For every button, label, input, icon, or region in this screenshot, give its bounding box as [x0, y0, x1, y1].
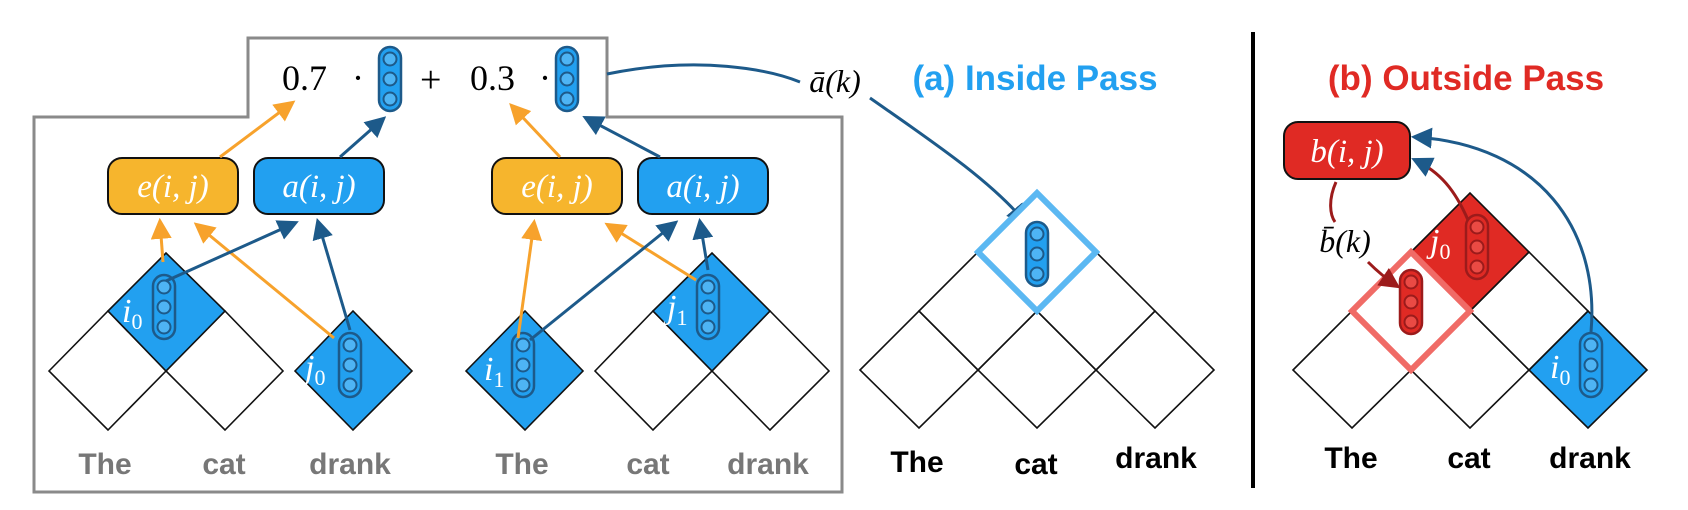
tree1-word-cat: cat [202, 448, 245, 481]
tree2-arrow-j1-to-a [692, 217, 714, 271]
formula-vector-2 [554, 45, 580, 113]
weighted-sum-formula: 0.7 · + 0.3 · [282, 45, 580, 113]
tree-2: i1 j1 e(i, j) a(i, j) The cat drank [464, 102, 831, 481]
tree1-arrow-i0-to-a [165, 220, 299, 283]
tree1-a-box [253, 157, 385, 215]
inside-word-the: The [890, 446, 943, 479]
tree1-word-drank: drank [309, 448, 391, 481]
inside-pass-title: (a) Inside Pass [912, 59, 1157, 98]
formula-weight-1: 0.7 [282, 58, 327, 98]
edge-label-a-bar: ā(k) [809, 63, 861, 99]
tree1-arrow-j0-to-a [312, 217, 352, 331]
arrow-to-inside-top-cell [606, 63, 1025, 222]
tree1-e-label: e(i, j) [137, 169, 208, 205]
outside-word-cat: cat [1447, 442, 1490, 475]
tree2-a-label: a(i, j) [666, 169, 739, 205]
outside-label-i0: i0 [1550, 349, 1570, 390]
tree2-e-label: e(i, j) [521, 169, 592, 205]
outside-arrow-i0-to-b [1410, 127, 1594, 333]
tree2-vector-i1 [510, 331, 536, 399]
outside-word-drank: drank [1549, 442, 1631, 475]
tree2-arrow-j1-to-e [604, 222, 697, 282]
outside-vector-j0 [1464, 213, 1490, 281]
formula-weight-2: 0.3 [470, 58, 515, 98]
tree1-arrow-i0-to-e [150, 217, 172, 263]
tree2-vector-j1 [695, 273, 721, 341]
inside-word-drank: drank [1115, 442, 1197, 475]
tree2-e-box [491, 157, 623, 215]
outside-vector-target [1398, 268, 1424, 336]
tree1-word-the: The [78, 448, 131, 481]
tree2-word-cat: cat [626, 448, 669, 481]
outside-arrow-b-to-target [1329, 181, 1397, 286]
tree1-a-label: a(i, j) [282, 169, 355, 205]
left-panel-frame [32, 36, 844, 494]
tree2-a-box [637, 157, 769, 215]
formula-dot-1: · [352, 58, 364, 98]
inside-pass-chart: (a) Inside Pass The cat drank [858, 59, 1216, 481]
tree1-arrow-a-to-v1 [339, 116, 387, 159]
tree1-e-box [107, 157, 239, 215]
outside-vector-i0 [1578, 331, 1604, 399]
tree1-vector-j0 [337, 331, 363, 399]
tree2-arrow-e-to-w2 [509, 102, 562, 159]
outside-pass-chart: (b) Outside Pass j0 i0 b(i, j) [1283, 59, 1649, 475]
inside-vector-top [1024, 220, 1050, 288]
outside-b-box [1283, 121, 1411, 180]
tree-1: i0 j0 e(i, j) a(i, j) The cat drank [47, 100, 414, 481]
formula-plus: + [420, 59, 441, 101]
tree1-label-j0: j0 [301, 349, 325, 390]
tree1-arrow-e-to-w1 [219, 100, 296, 159]
tree2-word-drank: drank [727, 448, 809, 481]
tree2-word-the: The [495, 448, 548, 481]
tree1-arrow-j0-to-e [193, 222, 335, 340]
formula-vector-1 [377, 45, 403, 113]
edge-label-b-bar: b̄(k) [1319, 223, 1371, 259]
outside-word-the: The [1324, 442, 1377, 475]
tree1-vector-i0 [151, 273, 177, 341]
tree1-label-i0: i0 [122, 293, 142, 334]
tree2-label-j1: j1 [663, 289, 687, 330]
tree2-arrow-i1-to-e [516, 218, 543, 339]
outside-b-label: b(i, j) [1310, 134, 1383, 170]
outside-pass-title: (b) Outside Pass [1328, 59, 1604, 98]
formula-dot-2: · [539, 58, 551, 98]
tree2-arrow-a-to-v2 [582, 116, 661, 159]
tree2-label-i1: i1 [484, 351, 504, 392]
tree2-arrow-i1-to-a [529, 220, 679, 342]
outside-label-j0: j0 [1426, 223, 1450, 264]
inside-word-cat: cat [1014, 448, 1057, 481]
outside-arrow-j0-to-b [1411, 157, 1470, 221]
